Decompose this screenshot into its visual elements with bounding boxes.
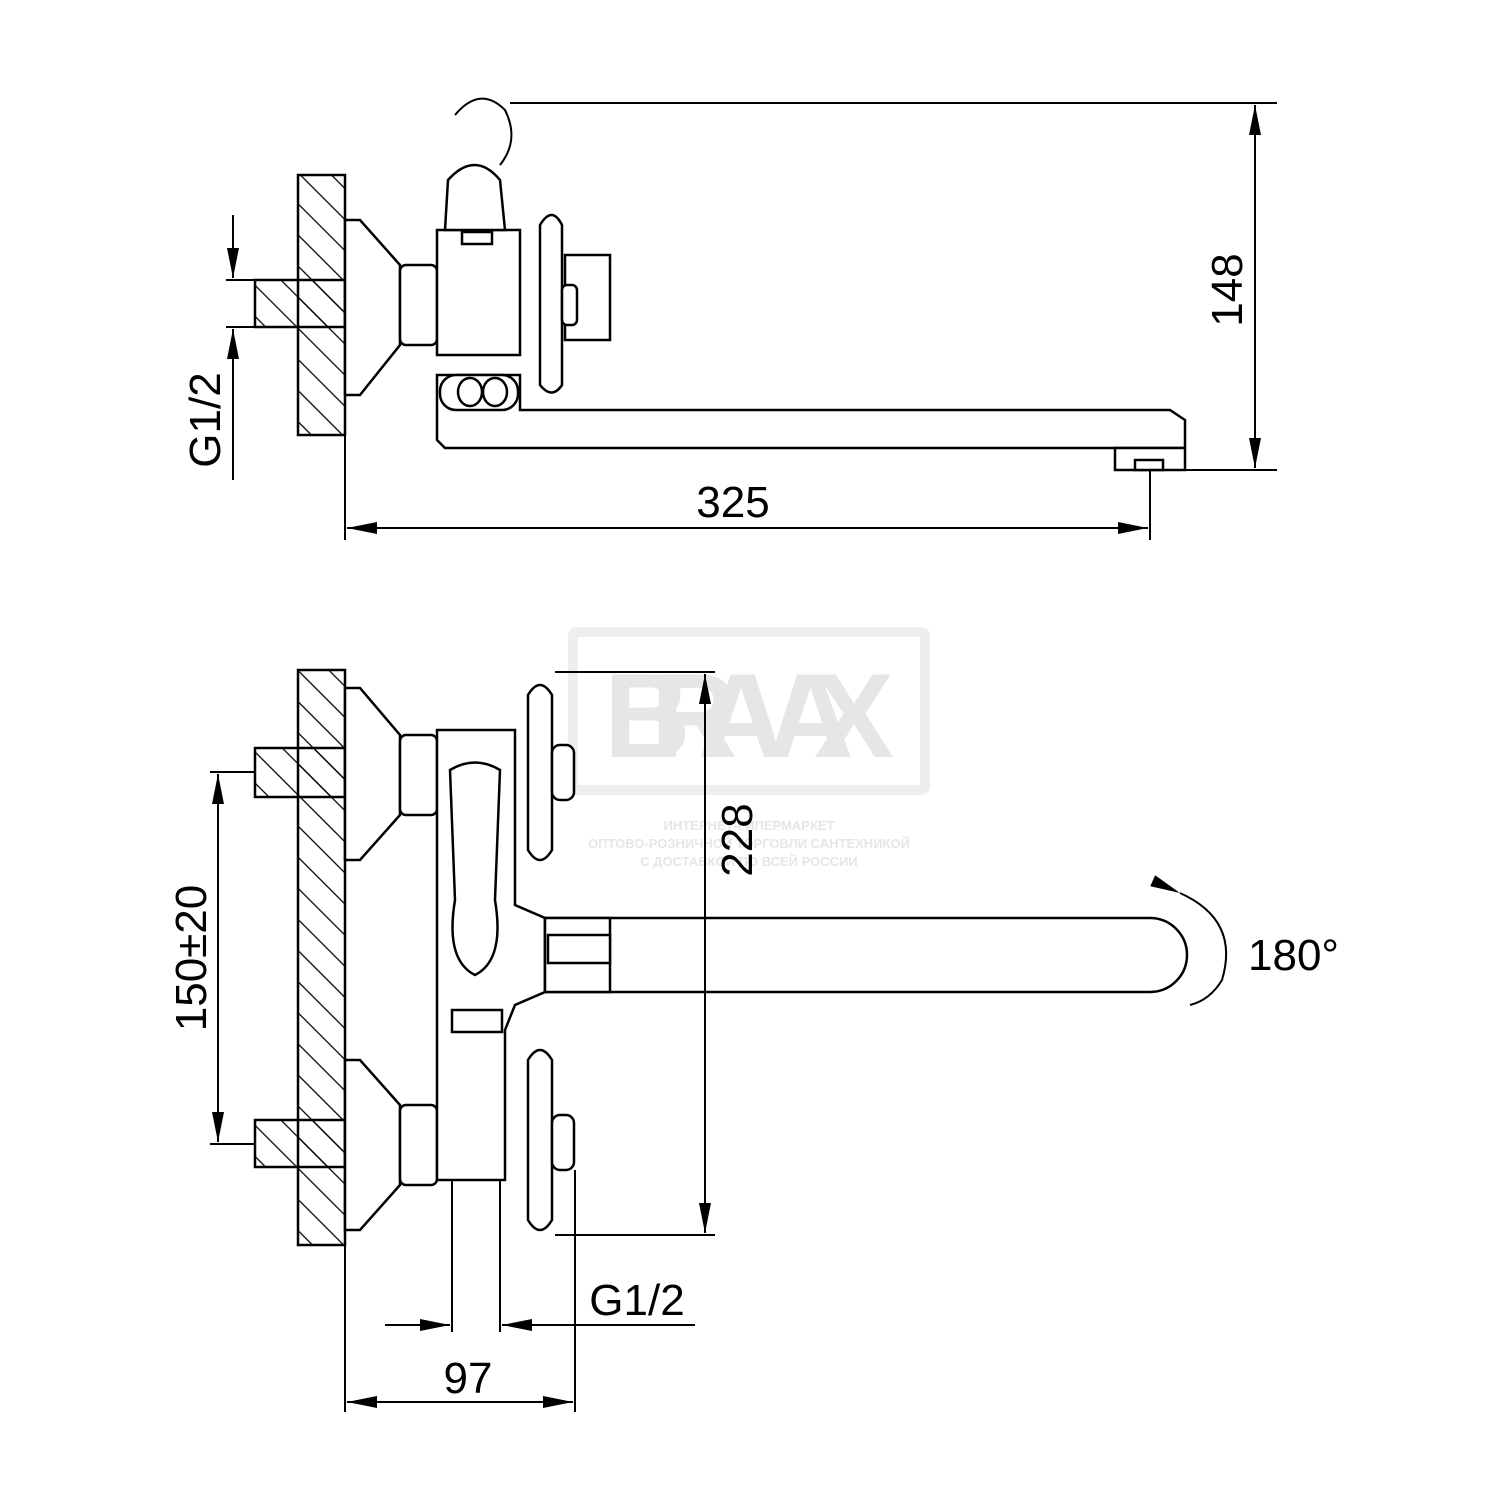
dim-height-228: 228	[713, 803, 762, 876]
union-nut	[398, 263, 439, 347]
svg-text:С ДОСТАВКОЙ ПО ВСЕЙ РОССИИ: С ДОСТАВКОЙ ПО ВСЕЙ РОССИИ	[640, 854, 857, 869]
svg-text:BRAVAX: BRAVAX	[604, 649, 894, 783]
inlet-pipe-lower	[253, 1118, 347, 1169]
dim-thread-g12-bottom: G1/2	[589, 1276, 684, 1325]
shower-holder	[443, 163, 507, 232]
valve-handle-lower	[526, 1048, 554, 1232]
top-view: 148 325 G1/2	[181, 97, 1277, 540]
spout	[435, 373, 1187, 450]
mixer-body	[435, 228, 522, 357]
front-view: 180° 228 150±20 G1/2 97	[167, 668, 1339, 1412]
valve-handle-upper	[526, 683, 554, 862]
dim-depth-97: 97	[444, 1354, 493, 1403]
dim-length-325: 325	[696, 478, 769, 527]
rotation-180: 180°	[1248, 931, 1339, 980]
svg-text:ИНТЕРНЕТ-ГИПЕРМАРКЕТ: ИНТЕРНЕТ-ГИПЕРМАРКЕТ	[663, 818, 834, 833]
inlet-pipe	[253, 278, 347, 329]
dim-centers-150: 150±20	[167, 885, 216, 1032]
watermark: BRAVAX ИНТЕРНЕТ-ГИПЕРМАРКЕТ ОПТОВО-РОЗНИ…	[568, 627, 930, 869]
dim-thread-g12-top: G1/2	[181, 372, 230, 467]
svg-text:ОПТОВО-РОЗНИЧНОЙ ТОРГОВЛИ САНТ: ОПТОВО-РОЗНИЧНОЙ ТОРГОВЛИ САНТЕХНИКОЙ	[588, 836, 910, 851]
inlet-pipe-upper	[253, 746, 347, 799]
swivel-spout	[543, 916, 1189, 994]
diverter-lever	[448, 761, 502, 977]
escutcheon	[343, 218, 402, 397]
valve-handle	[538, 213, 564, 394]
dim-height-148: 148	[1203, 253, 1252, 326]
